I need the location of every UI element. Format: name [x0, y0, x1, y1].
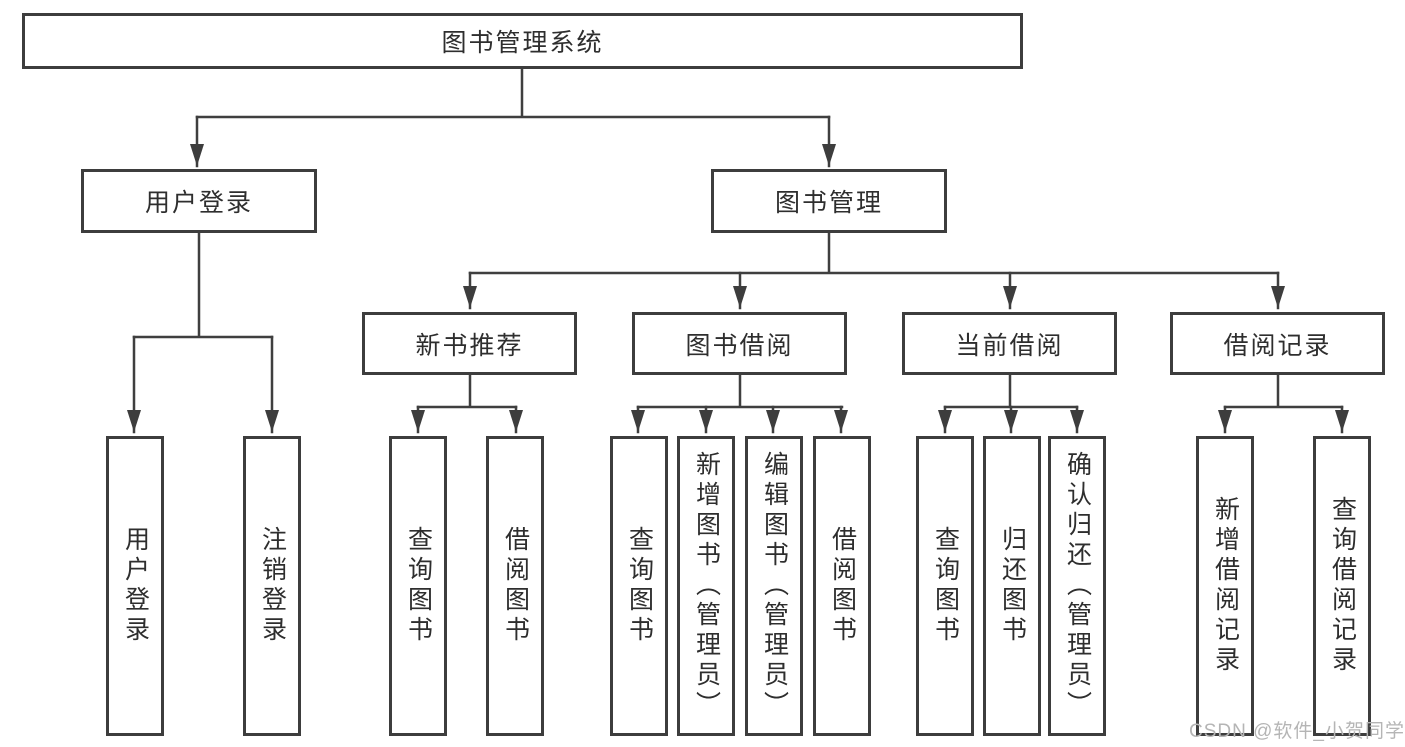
node-borrowing-records-label: 借阅记录: [1223, 331, 1332, 360]
leaf-borrow-books-recommend-label: 借阅图书: [501, 526, 530, 646]
node-book-management: 图书管理: [711, 169, 947, 233]
node-current-borrowing-label: 当前借阅: [955, 331, 1064, 360]
node-book-management-label: 图书管理: [774, 189, 883, 217]
leaf-query-books-recommend-label: 查询图书: [404, 526, 433, 646]
leaf-query-borrow-record: 查询借阅记录: [1313, 436, 1371, 736]
leaf-return-books-label: 归还图书: [998, 526, 1027, 646]
leaf-logout: 注销登录: [243, 436, 301, 736]
leaf-edit-books-admin-label: 编辑图书（管理员）: [760, 451, 789, 721]
node-borrowing-records: 借阅记录: [1170, 312, 1385, 375]
node-new-book-recommendation-label: 新书推荐: [415, 331, 524, 360]
node-user-login-label: 用户登录: [144, 189, 253, 217]
leaf-add-borrow-record-label: 新增借阅记录: [1211, 496, 1240, 676]
leaf-query-books-borrowing-label: 查询图书: [625, 526, 654, 646]
connector-trunk: [132, 67, 1344, 409]
leaf-user-login-label: 用户登录: [121, 526, 150, 646]
leaf-query-books-current: 查询图书: [916, 436, 974, 736]
leaf-logout-label: 注销登录: [258, 526, 287, 646]
node-book-borrowing-label: 图书借阅: [685, 331, 794, 360]
node-new-book-recommendation: 新书推荐: [362, 312, 577, 375]
leaf-borrow-books-borrowing-label: 借阅图书: [828, 526, 857, 646]
leaf-borrow-books-recommend: 借阅图书: [486, 436, 544, 736]
leaf-query-books-current-label: 查询图书: [931, 526, 960, 646]
node-root-label: 图书管理系统: [441, 29, 604, 57]
node-book-borrowing: 图书借阅: [632, 312, 847, 375]
leaf-add-books-admin-label: 新增图书（管理员）: [692, 451, 721, 721]
leaf-add-borrow-record: 新增借阅记录: [1196, 436, 1254, 736]
leaf-confirm-return-admin-label: 确认归还（管理员）: [1063, 451, 1092, 721]
leaf-query-borrow-record-label: 查询借阅记录: [1328, 496, 1357, 676]
leaf-confirm-return-admin: 确认归还（管理员）: [1048, 436, 1106, 736]
csdn-watermark: CSDN @软件_小贺同学: [1189, 721, 1405, 742]
leaf-query-books-recommend: 查询图书: [389, 436, 447, 736]
node-root: 图书管理系统: [22, 13, 1023, 69]
leaf-borrow-books-borrowing: 借阅图书: [813, 436, 871, 736]
leaf-user-login: 用户登录: [106, 436, 164, 736]
leaf-add-books-admin: 新增图书（管理员）: [677, 436, 735, 736]
node-user-login: 用户登录: [81, 169, 317, 233]
node-current-borrowing: 当前借阅: [902, 312, 1117, 375]
leaf-query-books-borrowing: 查询图书: [610, 436, 668, 736]
leaf-edit-books-admin: 编辑图书（管理员）: [745, 436, 803, 736]
leaf-return-books: 归还图书: [983, 436, 1041, 736]
